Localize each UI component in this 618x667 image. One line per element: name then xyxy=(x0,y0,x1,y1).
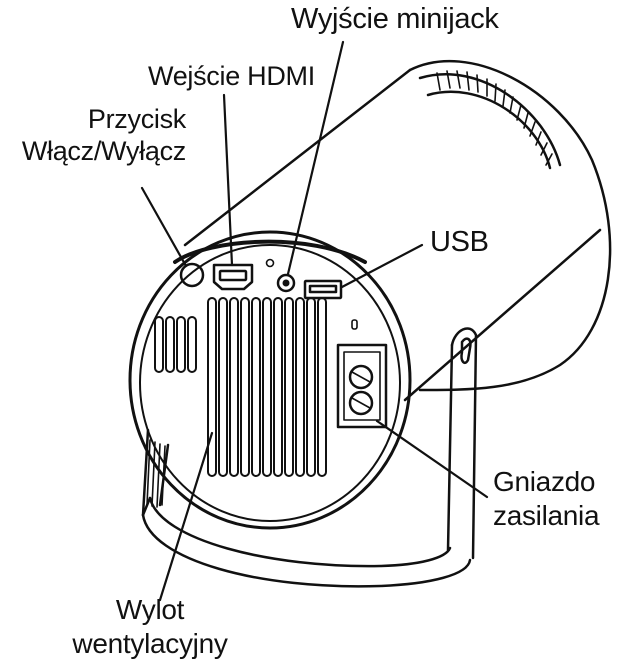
label-usb: USB xyxy=(430,225,489,260)
leader-minijack xyxy=(286,40,345,276)
hdmi-port xyxy=(212,263,254,291)
vent-grille-small xyxy=(154,316,197,373)
leader-power-button xyxy=(140,186,188,268)
label-power-button-line1: Przycisk xyxy=(87,104,186,134)
small-mark xyxy=(351,319,358,330)
projector-body xyxy=(183,59,612,402)
label-vent: Wylot wentylacyjny xyxy=(40,593,260,660)
minijack-port xyxy=(276,273,296,293)
label-power-button: Przycisk Włącz/Wyłącz xyxy=(0,103,186,168)
leader-vent xyxy=(158,431,214,602)
usb-port xyxy=(303,279,343,300)
label-vent-line2: wentylacyjny xyxy=(72,627,228,659)
label-minijack-text: Wyjście minijack xyxy=(291,3,499,35)
label-usb-text: USB xyxy=(430,226,489,258)
power-button xyxy=(179,262,205,288)
label-vent-line1: Wylot xyxy=(115,594,185,625)
label-hdmi-text: Wejście HDMI xyxy=(148,61,315,91)
back-panel xyxy=(128,230,412,530)
label-power-socket-line2: zasilania xyxy=(493,499,600,531)
label-power-button-line2: Włącz/Wyłącz xyxy=(21,136,186,167)
projector-stand xyxy=(141,327,478,588)
label-hdmi: Wejście HDMI xyxy=(148,60,315,92)
label-minijack: Wyjście minijack xyxy=(291,2,499,37)
leader-usb xyxy=(340,243,424,289)
label-power-socket: Gniazdo zasilania xyxy=(493,465,600,532)
leader-lines xyxy=(140,40,489,602)
leader-power-socket xyxy=(375,419,489,499)
power-socket xyxy=(336,343,388,429)
vent-grille-large xyxy=(207,297,327,477)
indicator-led xyxy=(265,258,275,268)
label-power-socket-line1: Gniazdo xyxy=(493,466,596,497)
leader-hdmi xyxy=(222,93,234,267)
